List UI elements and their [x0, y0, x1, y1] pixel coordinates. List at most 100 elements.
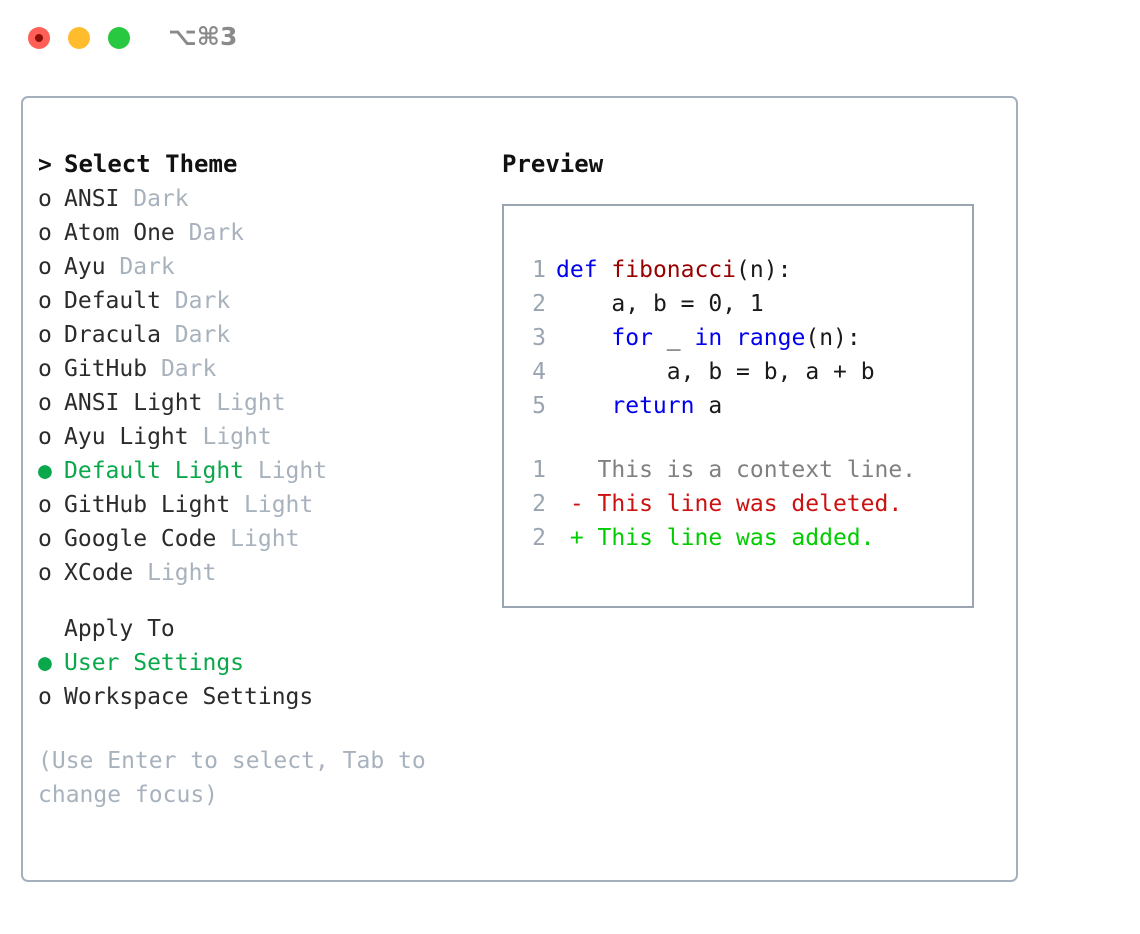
radio-unselected-icon[interactable]: o [38, 356, 52, 382]
theme-category-label: Dark [174, 220, 245, 246]
radio-unselected-icon[interactable]: o [38, 684, 52, 710]
code-token: ( [736, 257, 750, 283]
theme-list-item[interactable]: o Ayu Dark [38, 250, 488, 284]
code-token: a [666, 359, 681, 385]
radio-unselected-icon[interactable]: o [38, 424, 52, 450]
theme-category-label: Dark [105, 254, 175, 280]
code-token [556, 393, 611, 419]
code-token: b [763, 359, 778, 385]
theme-list-item[interactable]: o Ayu Light Light [38, 420, 488, 454]
theme-category-label: Light [244, 458, 328, 484]
radio-unselected-icon[interactable]: o [38, 560, 52, 586]
code-token: - This line was deleted. [556, 491, 903, 517]
line-number: 1 [532, 257, 546, 283]
code-token: _ [666, 325, 681, 351]
radio-unselected-icon[interactable]: o [38, 322, 52, 348]
maximize-button[interactable] [108, 27, 130, 49]
apply-to-label: Workspace Settings [64, 684, 314, 710]
code-token [556, 359, 667, 385]
spacer [38, 590, 488, 612]
code-token: + [819, 359, 861, 385]
apply-to-header: Apply To [64, 616, 175, 642]
prompt-caret-icon: > [38, 152, 52, 178]
code-token: This is a context line. [556, 457, 917, 483]
title-bar: ⌥⌘3 [0, 0, 1140, 78]
code-token: b [860, 359, 875, 385]
theme-name: GitHub [64, 356, 148, 382]
radio-selected-icon[interactable]: ● [38, 650, 52, 676]
theme-category-label: Dark [147, 356, 217, 382]
theme-name: Ayu [64, 254, 106, 280]
diff-line-added: 2 + This line was added. [520, 521, 968, 555]
radio-unselected-icon[interactable]: o [38, 526, 52, 552]
radio-unselected-icon[interactable]: o [38, 186, 52, 212]
theme-list-item[interactable]: ● Default Light Light [38, 454, 488, 488]
radio-selected-icon[interactable]: ● [38, 458, 52, 484]
spacer [38, 714, 488, 744]
line-number: 3 [532, 325, 546, 351]
apply-to-option[interactable]: o Workspace Settings [38, 680, 488, 714]
theme-name: Default Light [64, 458, 245, 484]
code-token: a [805, 359, 820, 385]
code-token: b [652, 291, 667, 317]
theme-category-label: Light [230, 492, 314, 518]
close-button[interactable] [28, 27, 50, 49]
line-number: 2 [532, 525, 546, 551]
theme-name: Ayu Light [64, 424, 189, 450]
code-token: a [708, 393, 723, 419]
diff-line-context: 1 This is a context line. [520, 453, 968, 487]
apply-to-option[interactable]: ●User Settings [38, 646, 488, 680]
diff-line-deleted: 2 - This line was deleted. [520, 487, 968, 521]
radio-unselected-icon[interactable]: o [38, 288, 52, 314]
code-token [556, 325, 611, 351]
code-token: in [694, 325, 723, 351]
code-token: , [680, 359, 709, 385]
code-token: def [556, 257, 598, 283]
theme-name: ANSI Light [64, 390, 203, 416]
theme-list-item[interactable]: o Atom One Dark [38, 216, 488, 250]
code-token [598, 257, 612, 283]
theme-list-item[interactable]: o Default Dark [38, 284, 488, 318]
code-token [653, 325, 667, 351]
preview-title: Preview [502, 150, 604, 178]
radio-unselected-icon[interactable]: o [38, 492, 52, 518]
radio-unselected-icon[interactable]: o [38, 390, 52, 416]
theme-category-label: Light [188, 424, 272, 450]
radio-unselected-icon[interactable]: o [38, 254, 52, 280]
code-token: ): [763, 257, 792, 283]
theme-name: Default [64, 288, 161, 314]
theme-list-item[interactable]: o GitHub Dark [38, 352, 488, 386]
code-line: 5 return a [520, 389, 968, 423]
keyboard-shortcut-label: ⌥⌘3 [168, 22, 238, 51]
code-token: n [819, 325, 834, 351]
code-token: n [749, 257, 764, 283]
theme-category-label: Dark [160, 288, 231, 314]
page-title: Select Theme [64, 150, 238, 178]
code-token [722, 325, 736, 351]
code-token: for [611, 325, 653, 351]
theme-name: Google Code [64, 526, 217, 552]
theme-name: Atom One [64, 220, 175, 246]
line-number: 2 [532, 291, 546, 317]
apply-to-list: ●User Settings o Workspace Settings [38, 646, 488, 714]
code-line: 2 a, b = 0, 1 [520, 287, 968, 321]
code-token [694, 393, 708, 419]
radio-unselected-icon[interactable]: o [38, 220, 52, 246]
code-token: return [611, 393, 695, 419]
code-token [681, 325, 695, 351]
minimize-button[interactable] [68, 27, 90, 49]
keyboard-hint-text: (Use Enter to select, Tab to change focu… [38, 748, 426, 808]
